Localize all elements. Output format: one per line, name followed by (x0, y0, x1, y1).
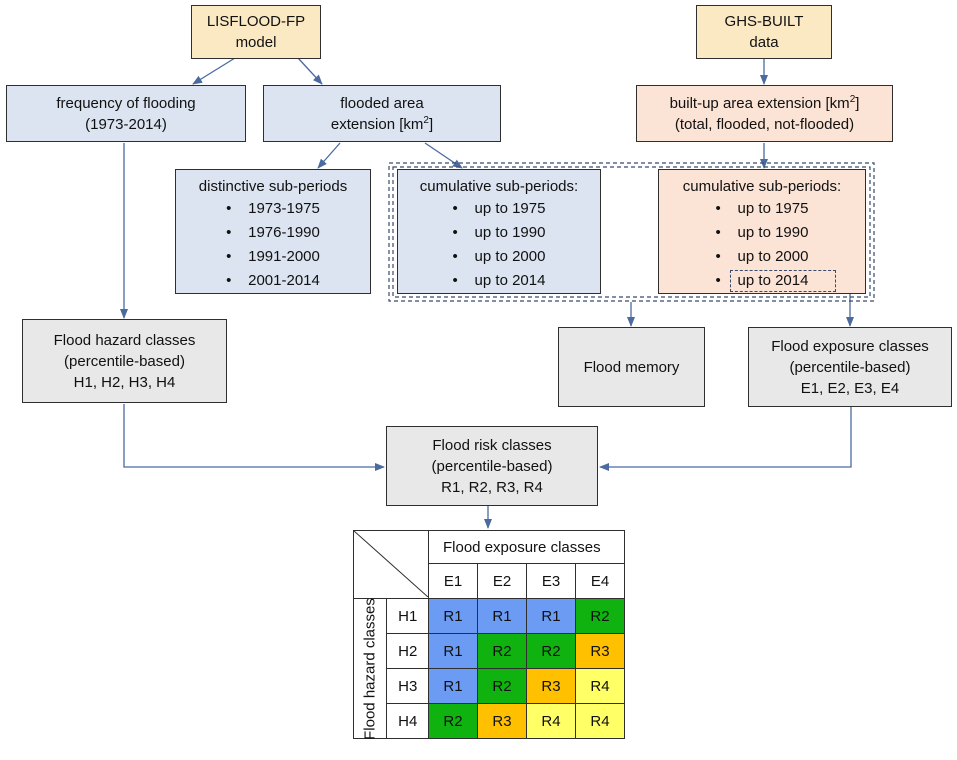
ghs-subtitle: data (749, 34, 779, 51)
matrix-cell: R2 (575, 598, 625, 634)
cumulative-area-list: •up to 1975 •up to 1990 •up to 2000 •up … (453, 197, 546, 293)
matrix-cell: R1 (526, 598, 576, 634)
matrix-cell: R4 (575, 703, 625, 739)
hazard-basis: (percentile-based) (64, 352, 185, 370)
column-header: E1 (428, 563, 478, 599)
arrow-exposure-to-risk (599, 407, 852, 471)
cumulative-area-title: cumulative sub-periods: (419, 178, 579, 195)
row-header: H3 (386, 668, 429, 704)
list-item: •up to 2014 (452, 272, 546, 289)
matrix-cell: R3 (477, 703, 527, 739)
distinctive-list: •1973-1975 •1976-1990 •1991-2000 •2001-2… (226, 197, 320, 293)
matrix-cell: R1 (428, 598, 478, 634)
frequency-title: frequency of flooding (56, 94, 196, 112)
lisflood-model-box: LISFLOOD-FP model (191, 5, 321, 59)
flood-memory-box: Flood memory (558, 327, 705, 407)
exposure-title: Flood exposure classes (771, 337, 929, 355)
exposure-classes: E1, E2, E3, E4 (800, 379, 900, 397)
matrix-cell: R2 (477, 668, 527, 704)
arrow-flooded-to-cumulative (424, 142, 463, 169)
row-header: H2 (386, 633, 429, 669)
flooded-area-line2: extension [km2] (330, 114, 434, 133)
column-header: E4 (575, 563, 625, 599)
exposure-basis: (percentile-based) (789, 358, 911, 376)
matrix-cell: R2 (477, 633, 527, 669)
highlight-2014-frame (729, 270, 836, 292)
matrix-cell: R4 (526, 703, 576, 739)
matrix-cell: R1 (428, 633, 478, 669)
cumulative-builtup-title: cumulative sub-periods: (682, 178, 842, 195)
row-header: H1 (386, 598, 429, 634)
risk-matrix: Flood exposure classes E1 E2 E3 E4 Flood… (352, 530, 625, 739)
frequency-period: (1973-2014) (85, 115, 167, 133)
flood-exposure-classes-box: Flood exposure classes (percentile-based… (748, 327, 952, 407)
list-item: •2001-2014 (226, 272, 320, 289)
matrix-cell: R2 (526, 633, 576, 669)
list-item: •1973-1975 (226, 200, 320, 217)
builtup-line1: built-up area extension [km2] (669, 93, 860, 112)
list-item: •up to 1975 (452, 200, 546, 217)
list-item: •1991-2000 (226, 248, 320, 265)
distinctive-title: distinctive sub-periods (198, 178, 348, 195)
list-item: •up to 1975 (715, 200, 809, 217)
row-header: H4 (386, 703, 429, 739)
exposure-axis-title: Flood exposure classes (428, 530, 625, 564)
list-item: •up to 2000 (715, 248, 809, 265)
flood-hazard-classes-box: Flood hazard classes (percentile-based) … (22, 319, 227, 403)
lisflood-subtitle: model (235, 34, 277, 51)
hazard-title: Flood hazard classes (53, 331, 196, 349)
list-item: •up to 2000 (452, 248, 546, 265)
flooded-area-extension-box: flooded area extension [km2] (263, 85, 501, 142)
hazard-classes: H1, H2, H3, H4 (73, 373, 176, 391)
flooded-area-line1: flooded area (340, 94, 424, 112)
list-item: •1976-1990 (226, 224, 320, 241)
risk-basis: (percentile-based) (431, 457, 553, 475)
risk-title: Flood risk classes (432, 436, 552, 454)
frequency-of-flooding-box: frequency of flooding (1973-2014) (6, 85, 246, 142)
matrix-cell: R1 (428, 668, 478, 704)
memory-label: Flood memory (583, 358, 680, 376)
column-header: E2 (477, 563, 527, 599)
cumulative-sub-periods-builtup-box: cumulative sub-periods: •up to 1975 •up … (658, 169, 866, 294)
list-item: •up to 1990 (715, 224, 809, 241)
builtup-line2: (total, flooded, not-flooded) (674, 115, 855, 133)
matrix-cell: R4 (575, 668, 625, 704)
arrow-lisflood-to-frequency (192, 57, 236, 85)
matrix-cell: R1 (477, 598, 527, 634)
matrix-corner (353, 530, 429, 599)
matrix-cell: R3 (526, 668, 576, 704)
matrix-cell: R3 (575, 633, 625, 669)
arrow-hazard-to-risk (123, 404, 385, 471)
cumulative-sub-periods-area-box: cumulative sub-periods: •up to 1975 •up … (397, 169, 601, 294)
distinctive-sub-periods-box: distinctive sub-periods •1973-1975 •1976… (175, 169, 371, 294)
flood-risk-classes-box: Flood risk classes (percentile-based) R1… (386, 426, 598, 506)
list-item: •up to 2014 (716, 269, 836, 293)
matrix-cell: R2 (428, 703, 478, 739)
hazard-axis-title: Flood hazard classes (352, 598, 388, 739)
ghs-built-data-box: GHS-BUILT data (696, 5, 832, 59)
cumulative-builtup-list: •up to 1975 •up to 1990 •up to 2000 •up … (715, 197, 836, 293)
ghs-title: GHS-BUILT (724, 13, 804, 30)
list-item: •up to 1990 (452, 224, 546, 241)
lisflood-title: LISFLOOD-FP (206, 13, 306, 30)
column-header: E3 (526, 563, 576, 599)
risk-classes: R1, R2, R3, R4 (441, 478, 543, 496)
diagonal-divider (354, 531, 428, 597)
arrow-flooded-to-distinctive (317, 142, 341, 169)
built-up-area-extension-box: built-up area extension [km2] (total, fl… (636, 85, 893, 142)
arrow-lisflood-to-flooded-area (297, 57, 323, 85)
